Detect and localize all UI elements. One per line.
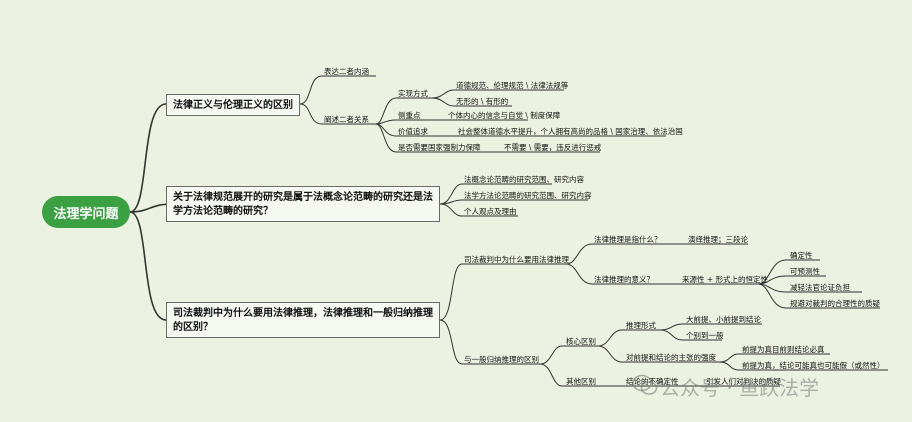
watermark: 公众号 · 鱼跃法学 — [660, 376, 820, 400]
node-difference[interactable]: 与一般归纳推理的区别 — [464, 355, 539, 364]
node-implementation-a[interactable]: 道德规范、伦理规范 \ 法律法规等 — [456, 81, 569, 90]
node-expression[interactable]: 表达二者内涵 — [324, 67, 369, 76]
node-implementation[interactable]: 实现方式 — [398, 89, 428, 98]
node-value-a[interactable]: 社会整体道德水平提升，个人拥有高尚的品格 \ 国家治理、依法治国 — [458, 127, 683, 136]
node-focus[interactable]: 侧重点 — [398, 111, 421, 120]
root-node[interactable]: 法理学问题 — [42, 196, 130, 228]
branch-node-justice[interactable]: 法律正义与伦理正义的区别 — [166, 94, 300, 116]
node-form-b[interactable]: 个别到一般 — [686, 331, 724, 340]
node-strength-a[interactable]: 前提为真目前则结论必真 — [742, 345, 825, 354]
node-meaning[interactable]: 法律推理的意义？ — [594, 275, 654, 284]
node-source[interactable]: 来源性 + 形式上的恒定性 — [682, 275, 769, 284]
node-value[interactable]: 价值追求 — [398, 127, 428, 136]
node-coercion-a[interactable]: 不需要 \ 需要，违反进行惩戒 — [504, 143, 602, 152]
node-focus-a[interactable]: 个体内心的信念与自觉 \ 制度保障 — [448, 111, 561, 120]
node-uncertainty[interactable]: 结论的不确定性 — [626, 377, 679, 386]
node-concept-theory[interactable]: 法概念论范畴的研究范围、研究内容 — [464, 175, 584, 184]
node-why-reasoning[interactable]: 司法裁判中为什么要用法律推理 — [464, 255, 569, 264]
node-burden[interactable]: 减轻法官论证负担 — [790, 283, 850, 292]
node-avoid-doubt[interactable]: 规避对裁判的合理性的质疑 — [790, 299, 880, 308]
node-predictability[interactable]: 可预测性 — [790, 267, 820, 276]
node-certainty[interactable]: 确定性 — [790, 251, 813, 260]
node-coercion[interactable]: 是否需要国家强制力保障 — [398, 143, 481, 152]
branch-node-legal-reasoning[interactable]: 司法裁判中为什么要用法律推理，法律推理和一般归纳推理的区别？ — [166, 302, 440, 338]
node-strength-b[interactable]: 前提为真，结论可能真也可能假（或然性） — [742, 361, 885, 370]
node-form[interactable]: 推理形式 — [626, 321, 656, 330]
wechat-icon — [632, 374, 658, 395]
node-form-a[interactable]: 大前提、小前提到结论 — [686, 315, 761, 324]
node-what-reasoning[interactable]: 法律推理是指什么？ — [594, 235, 662, 244]
node-core-difference[interactable]: 核心区别 — [566, 337, 596, 346]
node-deductive[interactable]: 演绎推理；三段论 — [688, 235, 748, 244]
node-strength[interactable]: 对前提和结论的主张的强度 — [626, 353, 716, 362]
node-implementation-b[interactable]: 无形的 \ 有形的 — [456, 97, 509, 106]
branch-node-legal-norms[interactable]: 关于法律规范展开的研究是属于法概念论范畴的研究还是法学方法论范畴的研究？ — [166, 186, 440, 222]
node-other-difference[interactable]: 其他区别 — [566, 377, 596, 386]
node-relation[interactable]: 阐述二者关系 — [324, 115, 369, 124]
node-doubt[interactable]: 引发人们对判决的质疑 — [706, 377, 781, 386]
node-methodology[interactable]: 法学方法论范畴的研究范围、研究内容 — [464, 191, 592, 200]
node-personal-view[interactable]: 个人观点及理由 — [464, 207, 517, 216]
